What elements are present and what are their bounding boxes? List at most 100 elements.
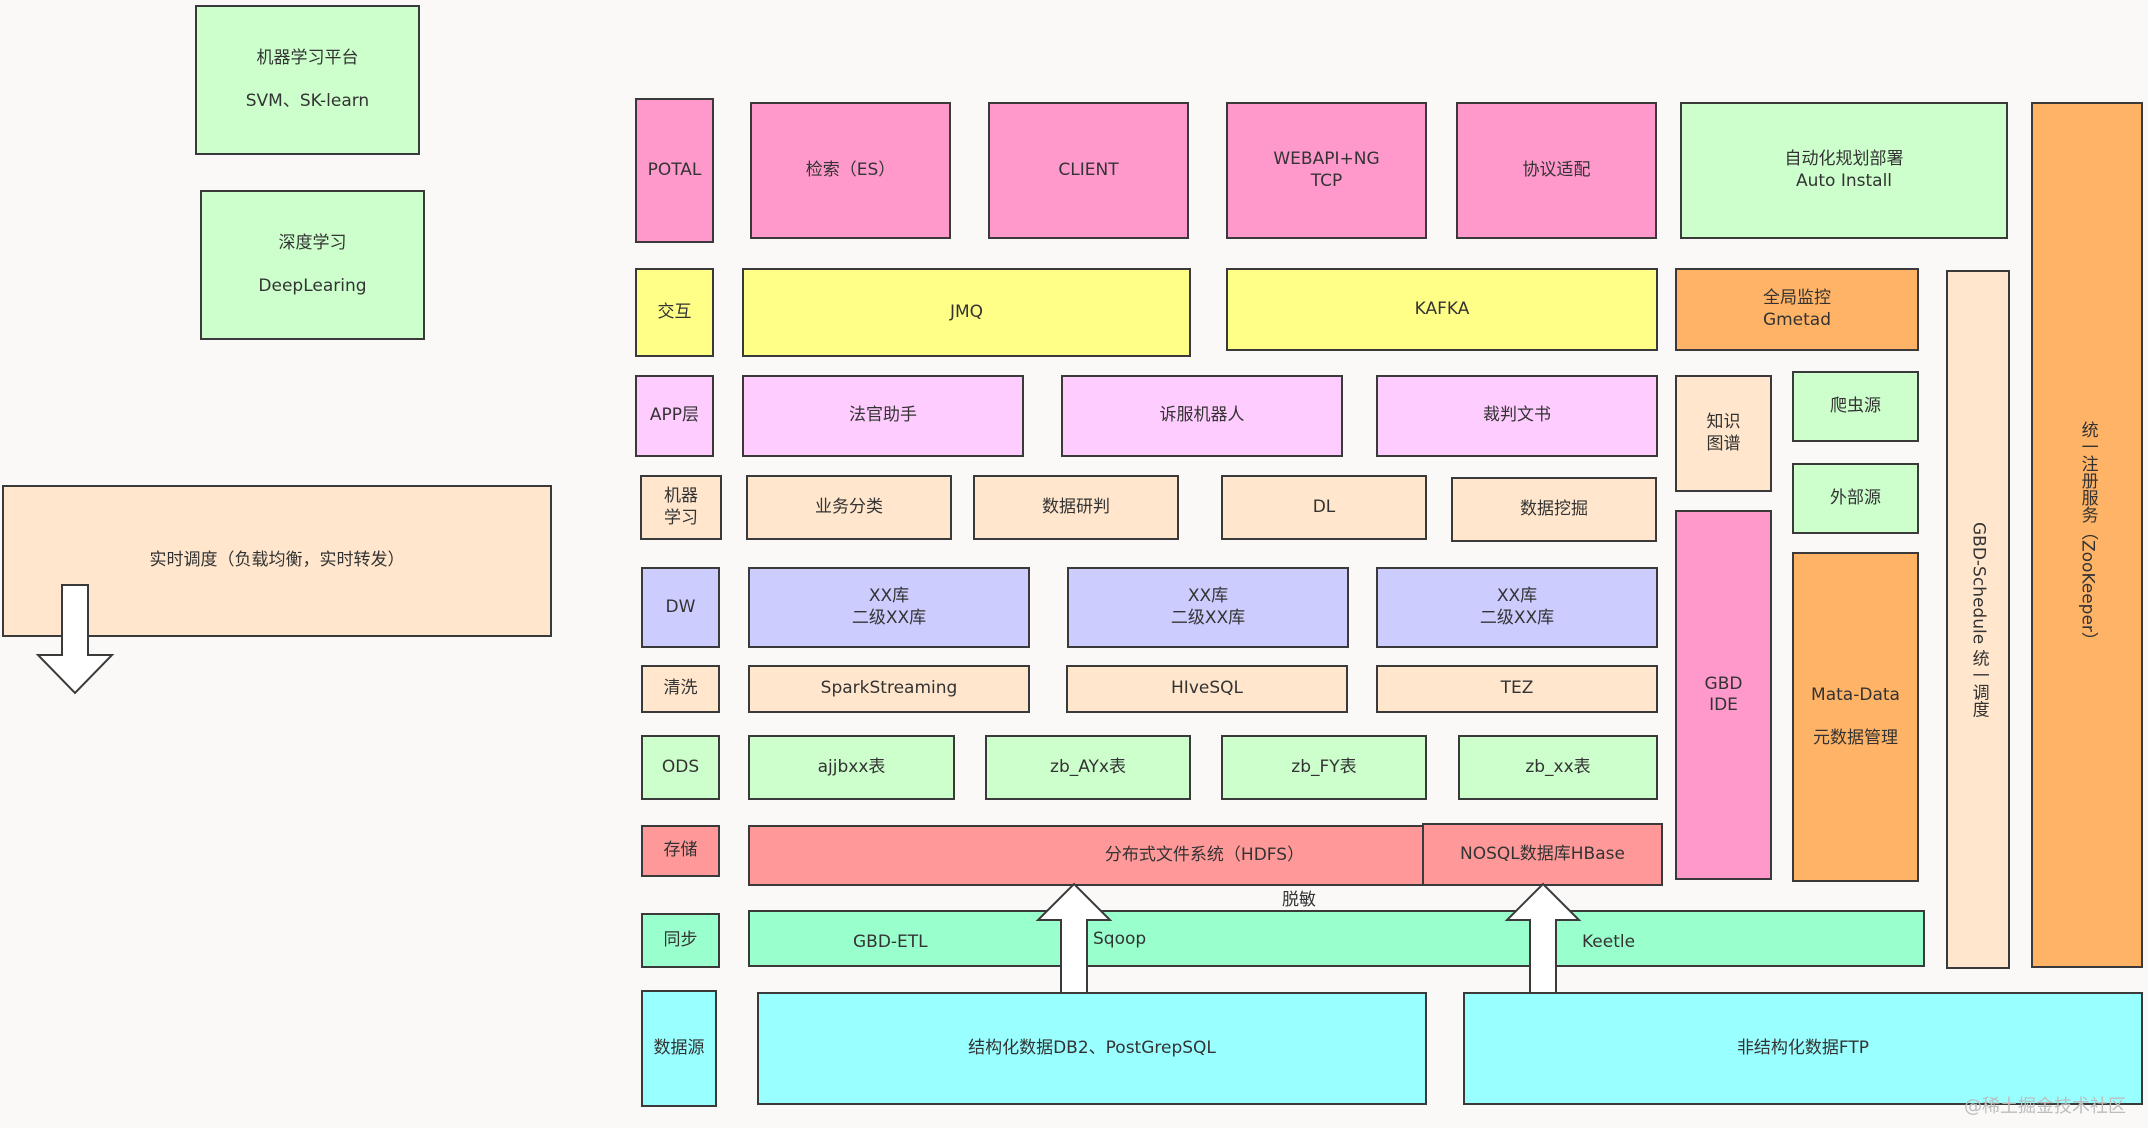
box-text-line: 二级XX库 — [1170, 607, 1246, 628]
ods-ajjbxx-box: ajjbxx表 — [748, 735, 955, 800]
box-text-line: IDE — [1709, 695, 1738, 715]
box-text-line: 检索（ES） — [805, 159, 896, 180]
judgment-documents-box: 裁判文书 — [1376, 375, 1658, 457]
box-text-line: 知识 — [1706, 412, 1741, 433]
box-text-line: 裁判文书 — [1483, 405, 1551, 426]
box-text-line: 清洗 — [663, 678, 698, 699]
box-text-line: 学习 — [664, 507, 698, 528]
box-text-line: 图谱 — [1706, 433, 1741, 454]
box-text-line: zb_xx表 — [1525, 756, 1591, 777]
box-text-line: 自动化规划部署 — [1784, 149, 1904, 170]
box-text-line: 深度学习 — [278, 232, 347, 253]
box-text-line: 业务分类 — [815, 496, 883, 517]
portal-protocol-box: 协议适配 — [1456, 102, 1657, 239]
portal-client-box: CLIENT — [988, 102, 1189, 239]
data-judgment-box: 数据研判 — [973, 475, 1179, 540]
box-text-line: DeepLearing — [258, 276, 367, 296]
box-text-line: 机器学习平台 — [256, 47, 359, 68]
portal-search-box: 检索（ES） — [750, 102, 951, 239]
box-text-line: 协议适配 — [1522, 159, 1591, 180]
box-text-line: JMQ — [949, 301, 984, 322]
crawler-source-box: 爬虫源 — [1792, 371, 1919, 442]
box-text-line: 数据源 — [653, 1037, 705, 1058]
jmq-box: JMQ — [742, 268, 1191, 357]
box-text-line: 爬虫源 — [1830, 395, 1881, 416]
dw-library-2-box: XX库二级XX库 — [1067, 567, 1349, 648]
box-text-line: NOSQL数据库HBase — [1460, 843, 1625, 864]
box-text-line: 非结构化数据FTP — [1736, 1037, 1870, 1058]
box-text-line: SVM、SK-learn — [245, 91, 370, 111]
box-text-line: 交互 — [657, 301, 692, 322]
box-text-line: CLIENT — [1058, 159, 1119, 180]
box-text-line: 诉服机器人 — [1159, 405, 1245, 426]
hive-sql-box: HIveSQL — [1066, 665, 1348, 713]
box-text-line: WEBAPI+NG — [1273, 149, 1380, 170]
box-text-line: XX库 — [1187, 586, 1229, 607]
desensitize-label: 脱敏 — [1282, 890, 1316, 910]
box-text-line: zb_AYx表 — [1050, 756, 1126, 777]
box-text-line: GBD — [1704, 673, 1743, 694]
biz-classification-box: 业务分类 — [746, 475, 952, 540]
box-text-line: TCP — [1310, 170, 1343, 191]
hbase-box: NOSQL数据库HBase — [1422, 823, 1663, 886]
box-text-line: 同步 — [663, 929, 698, 950]
box-text-line: XX库 — [868, 586, 910, 607]
service-robot-box: 诉服机器人 — [1061, 375, 1343, 457]
box-text-line: GBD-Schedule 统一调度 — [1968, 521, 1989, 718]
gbd-etl-label: GBD-ETL — [853, 932, 928, 952]
box-text-line: Gmetad — [1762, 309, 1832, 330]
tez-box: TEZ — [1376, 665, 1658, 713]
box-text-line: 二级XX库 — [1479, 607, 1555, 628]
keetle-label: Keetle — [1582, 932, 1636, 952]
watermark: @稀土掘金技术社区 — [1964, 1096, 2126, 1117]
dw-library-1-box: XX库二级XX库 — [748, 567, 1030, 648]
layer-potal: POTAL — [635, 98, 714, 243]
box-text-line: 存储 — [663, 840, 698, 861]
spark-streaming-box: SparkStreaming — [748, 665, 1030, 713]
judge-assistant-box: 法官助手 — [742, 375, 1024, 457]
box-text-line: 分布式文件系统（HDFS） — [1104, 844, 1305, 865]
box-text-line: ODS — [661, 756, 700, 777]
ods-fy-box: zb_FY表 — [1221, 735, 1427, 800]
box-text-line: DL — [1312, 496, 1336, 517]
box-text-line: Mata-Data — [1811, 684, 1900, 705]
box-text-line: 元数据管理 — [1813, 728, 1898, 748]
realtime-dispatch-box: 实时调度（负载均衡，实时转发） — [2, 485, 552, 637]
box-text-line: 统一注册服务（ZooKeeper） — [2077, 421, 2098, 649]
box-text-line: 全局监控 — [1763, 288, 1831, 309]
unstructured-data-box: 非结构化数据FTP — [1463, 992, 2143, 1105]
ods-xx-box: zb_xx表 — [1458, 735, 1658, 800]
ml-platform-box: 机器学习平台 SVM、SK-learn — [195, 5, 420, 155]
box-text-line: ajjbxx表 — [817, 756, 886, 777]
sync-bar — [748, 910, 1925, 967]
box-text-line: TEZ — [1500, 678, 1534, 699]
zookeeper-box: 统一注册服务（ZooKeeper） — [2031, 102, 2143, 968]
gbd-schedule-box: GBD-Schedule 统一调度 — [1946, 270, 2010, 969]
deep-learning-box: 深度学习 DeepLearing — [200, 190, 425, 340]
sqoop-label: Sqoop — [1093, 929, 1147, 949]
box-text-line: 数据研判 — [1042, 496, 1110, 517]
box-text-line: 二级XX库 — [851, 607, 927, 628]
box-text-line: XX库 — [1496, 586, 1538, 607]
dw-library-3-box: XX库二级XX库 — [1376, 567, 1658, 648]
box-text-line: 数据挖掘 — [1520, 498, 1588, 519]
box-text-line: DW — [665, 596, 696, 617]
box-text-line: zb_FY表 — [1291, 756, 1357, 777]
dl-box: DL — [1221, 475, 1427, 540]
box-text-line: POTAL — [647, 159, 702, 180]
box-text-line: 结构化数据DB2、PostGrepSQL — [968, 1037, 1216, 1058]
box-text-line: Auto Install — [1795, 170, 1893, 191]
layer-interaction: 交互 — [635, 268, 714, 357]
data-mining-box: 数据挖掘 — [1451, 477, 1657, 542]
box-text-line: HIveSQL — [1171, 678, 1243, 699]
box-text-line: 实时调度（负载均衡，实时转发） — [149, 550, 405, 571]
box-text-line: 机器 — [664, 486, 698, 507]
layer-ods: ODS — [641, 735, 720, 800]
knowledge-graph-box: 知识图谱 — [1675, 375, 1772, 492]
external-source-box: 外部源 — [1792, 463, 1919, 534]
layer-dw: DW — [641, 567, 720, 648]
ods-ayx-box: zb_AYx表 — [985, 735, 1191, 800]
